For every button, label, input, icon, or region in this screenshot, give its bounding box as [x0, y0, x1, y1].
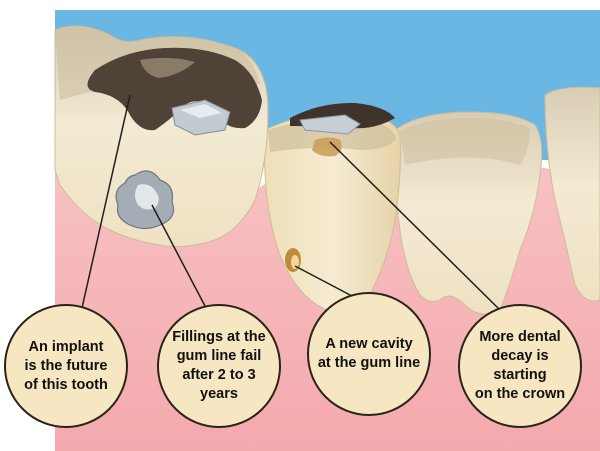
left-tooth-filling-highlight	[180, 104, 222, 118]
left-tooth-decay-light	[140, 57, 195, 78]
crown-filling	[299, 114, 361, 135]
leader-decay	[329, 141, 501, 311]
tooth-far-right	[544, 86, 600, 302]
callout-implant-text: An implant is the future of this tooth	[24, 338, 108, 393]
callout-cavity-text: A new cavity at the gum line	[317, 336, 421, 371]
callout-fillings: Fillings at the gum line fail after 2 to…	[157, 304, 281, 428]
callout-decay: More dental decay is starting on the cro…	[458, 304, 582, 428]
callout-implant: An implant is the future of this tooth	[4, 304, 128, 428]
gumline-cavity-inner	[291, 255, 299, 269]
gumline-filling-highlight	[135, 184, 159, 210]
leader-fillings	[151, 204, 206, 307]
callout-decay-text: More dental decay is starting on the cro…	[474, 329, 566, 402]
tooth-right-molar-shade	[400, 118, 530, 165]
crown-decay-stain	[312, 137, 342, 157]
callout-fillings-text: Fillings at the gum line fail after 2 to…	[172, 329, 266, 402]
leader-cavity	[294, 265, 353, 297]
leader-implant	[81, 94, 131, 309]
callout-cavity: A new cavity at the gum line	[307, 292, 431, 416]
